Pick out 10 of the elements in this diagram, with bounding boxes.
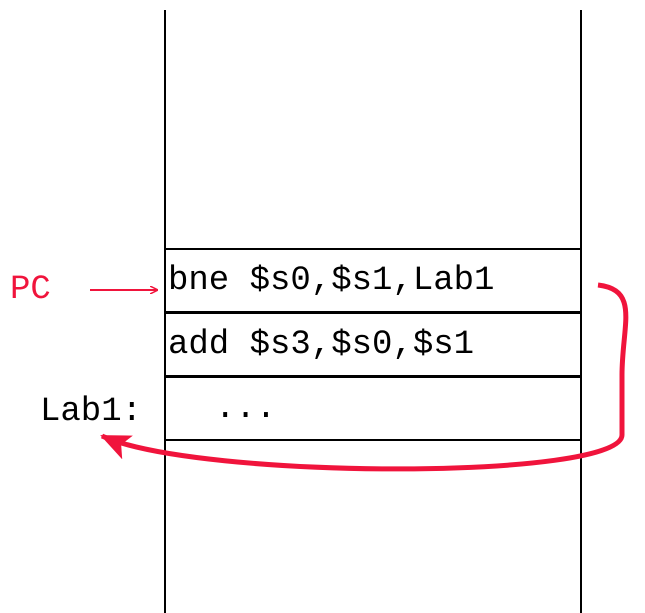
instruction-text: add $s3,$s0,$s1 <box>168 328 474 362</box>
address-label: Lab1: <box>40 392 165 432</box>
memory-cell <box>165 312 582 377</box>
memory-cell <box>165 248 582 313</box>
instruction-text: ... <box>215 392 276 426</box>
arrow <box>90 285 159 295</box>
curved-arrow <box>100 282 628 472</box>
register-label: PC <box>10 270 72 310</box>
instruction-text: bne $s0,$s1,Lab1 <box>168 264 494 298</box>
memory-cell <box>165 376 582 441</box>
